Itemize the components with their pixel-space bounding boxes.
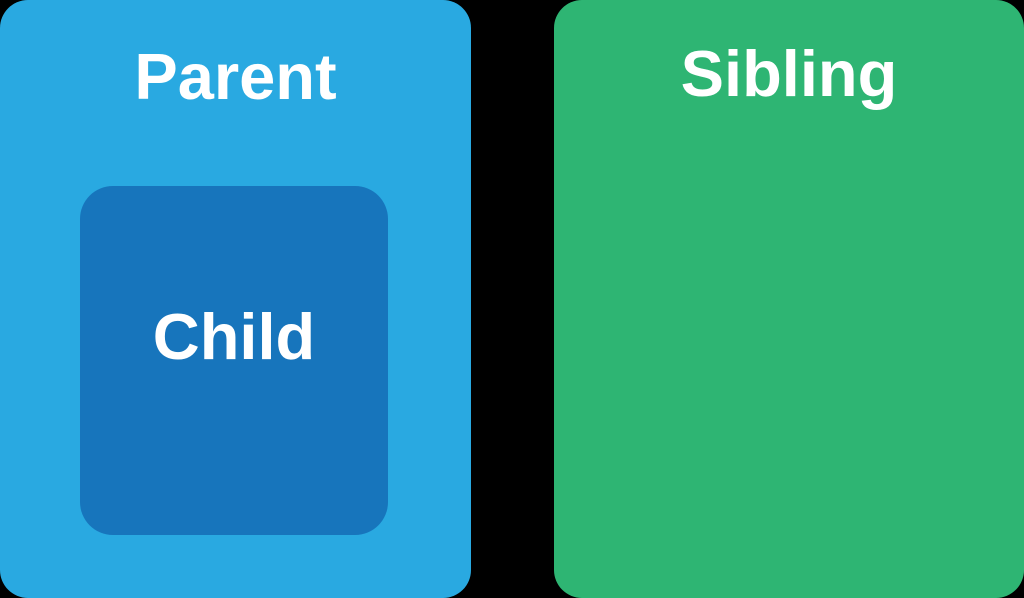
parent-box: Parent Child [0, 0, 471, 598]
child-box: Child [80, 186, 388, 535]
sibling-box-label: Sibling [680, 37, 898, 110]
child-box-label: Child [152, 300, 316, 373]
sibling-box: Sibling [554, 0, 1024, 598]
parent-box-label: Parent [134, 40, 337, 113]
